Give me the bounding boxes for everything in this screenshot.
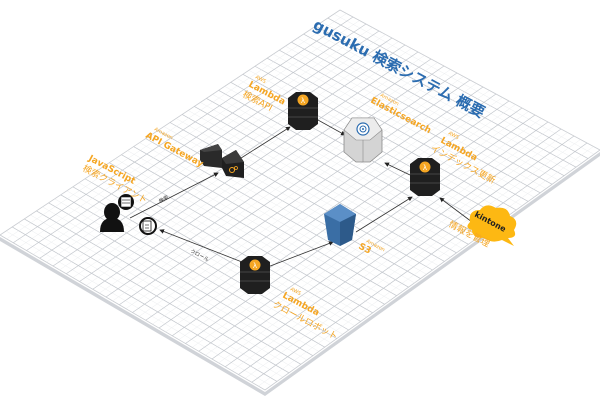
grid-line (112, 69, 451, 302)
edge-s3-lambda-index (355, 196, 413, 233)
edge-kintone-lambda-index (439, 197, 473, 223)
edge-client-apigw (129, 172, 219, 219)
grid-line (132, 79, 471, 313)
grid-line (26, 23, 367, 251)
grid-line (105, 65, 445, 298)
grid-line (86, 55, 425, 286)
elasticsearch-icon (343, 117, 383, 163)
lambda-crawl-vendor-label: AWS (289, 286, 302, 297)
lambda-index-vendor-label: AWS (447, 130, 460, 141)
edge-label-search: 検索 (158, 194, 170, 205)
grid-line (92, 58, 432, 290)
edge-lambda-search-es (317, 119, 346, 136)
edge-apigw-lambda-search (237, 126, 291, 161)
lambda-icon: λ (410, 158, 440, 196)
grid-line (218, 125, 555, 364)
grid-line (251, 142, 588, 383)
grid-line (145, 86, 484, 321)
kintone-cloud-icon (467, 205, 517, 246)
grid-line (231, 132, 568, 371)
document-icon (142, 220, 152, 232)
edge-lambda-crawl-s3 (264, 241, 334, 269)
node-web-page[interactable] (139, 217, 157, 235)
user-icon (100, 203, 124, 232)
browser-badge-icon (118, 194, 134, 210)
lambda-icon: λ (288, 92, 318, 130)
grid-line (205, 118, 542, 356)
edge-lambda-index-es (384, 162, 411, 176)
grid-line (158, 93, 497, 329)
s3-bucket-icon (324, 204, 356, 246)
lambda-icon: λ (240, 256, 270, 294)
svg-text:λ: λ (423, 164, 427, 172)
grid-line (119, 72, 458, 306)
grid-lines (5, 13, 595, 387)
grid-line (211, 121, 549, 360)
grid-line (258, 146, 594, 387)
floor-surface (0, 9, 600, 391)
grid-line (225, 128, 562, 368)
grid-line (139, 83, 477, 317)
grid-line (99, 62, 438, 294)
grid-line (79, 51, 419, 282)
grid-line (125, 76, 464, 309)
isometric-grid-floor (0, 9, 600, 396)
svg-text:λ: λ (301, 97, 305, 105)
node-kintone[interactable]: kintone 情報を管理 (447, 205, 517, 250)
grid-line (33, 27, 373, 255)
grid-line (245, 139, 581, 379)
grid-line (6, 13, 347, 240)
grid-line (39, 30, 380, 259)
grid-line (198, 114, 536, 352)
grid-line (13, 16, 354, 244)
grid-line (19, 20, 360, 247)
edge-lambda-crawl-webpage (159, 229, 243, 263)
lambda-search-vendor-label: AWS (254, 74, 267, 85)
grid-line (238, 135, 575, 375)
svg-text:λ: λ (253, 262, 257, 270)
api-gateway-icon (200, 144, 244, 178)
edges (129, 119, 473, 269)
grid-line (152, 90, 490, 325)
